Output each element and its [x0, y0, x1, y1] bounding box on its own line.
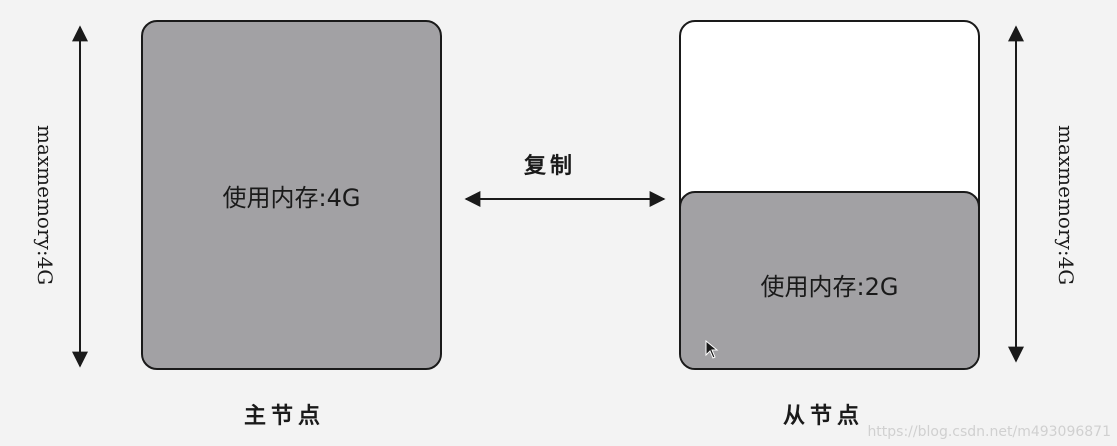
watermark: https://blog.csdn.net/m493096871	[867, 424, 1111, 440]
master-node-box: 使用内存:4G	[141, 20, 442, 370]
master-usage-label: 使用内存:4G	[222, 184, 361, 212]
replication-label: 复制	[524, 153, 577, 179]
slave-usage-label: 使用内存:2G	[760, 273, 899, 301]
slave-node-box: 使用内存:2G	[679, 20, 980, 370]
mouse-cursor-icon	[705, 340, 719, 359]
master-node-caption: 主节点	[244, 403, 326, 429]
slave-maxmemory-label: maxmemory:4G	[1054, 125, 1078, 286]
slave-used-memory-fill: 使用内存:2G	[681, 191, 978, 368]
master-maxmemory-label: maxmemory:4G	[33, 125, 57, 286]
slave-node-caption: 从节点	[783, 403, 865, 429]
